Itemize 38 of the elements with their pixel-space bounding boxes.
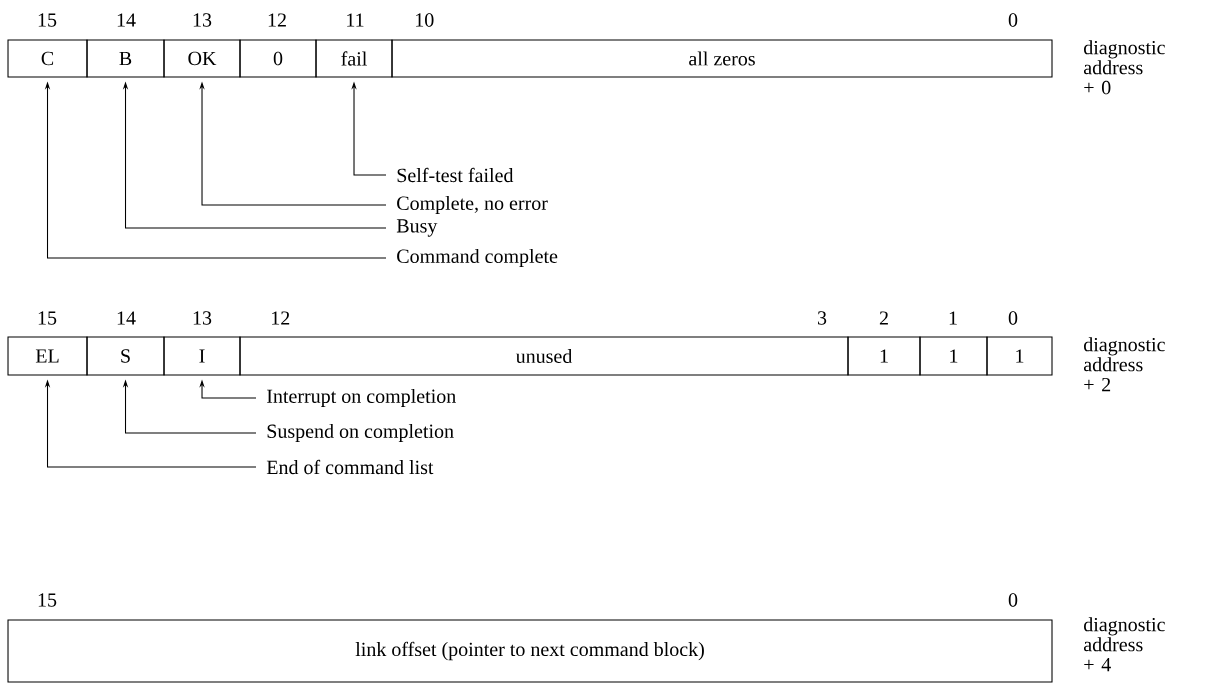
- address-label: diagnostic address + 2: [1084, 337, 1165, 392]
- register-field: 0: [239, 39, 317, 78]
- annotation-text: Suspend on completion: [267, 423, 454, 443]
- annotation-text: Busy: [396, 219, 438, 237]
- annotation-text: Self-test failed: [397, 167, 514, 183]
- bit-number: 12: [268, 13, 286, 27]
- bit-number: 15: [38, 311, 57, 325]
- bit-number: 13: [193, 311, 212, 325]
- register-field: EL: [7, 336, 88, 376]
- register-field: S: [86, 336, 165, 376]
- bit-number: 12: [272, 311, 290, 325]
- bit-number: 14: [117, 311, 136, 325]
- register-field: 1: [847, 336, 921, 376]
- register-field: 1: [986, 336, 1053, 376]
- address-label: diagnostic address + 0: [1084, 40, 1165, 95]
- bit-number: 11: [347, 13, 364, 27]
- bit-number: 13: [193, 13, 212, 27]
- bit-number: 0: [1008, 311, 1018, 325]
- bit-number: 14: [117, 13, 136, 27]
- annotation-text: Complete, no error: [397, 195, 548, 215]
- register-field: all zeros: [391, 39, 1053, 78]
- bit-number: 2: [879, 311, 888, 325]
- register-field: C: [7, 39, 88, 78]
- bit-number: 1: [949, 311, 957, 325]
- annotation-text: Interrupt on completion: [267, 388, 456, 408]
- register-field: B: [86, 39, 165, 78]
- address-label: diagnostic address + 4: [1084, 617, 1165, 672]
- register-field: fail: [315, 39, 393, 78]
- register-field: link offset (pointer to next command block): [7, 619, 1053, 683]
- bit-number: 15: [38, 13, 57, 27]
- bit-number: 3: [817, 311, 827, 325]
- register-field: OK: [163, 39, 241, 78]
- bit-number: 10: [416, 13, 434, 27]
- register-field: I: [163, 336, 241, 376]
- annotation-text: End of command list: [266, 459, 434, 475]
- annotation-text: Command complete: [397, 248, 558, 268]
- register-field: 1: [919, 336, 988, 376]
- register-field: unused: [239, 336, 849, 376]
